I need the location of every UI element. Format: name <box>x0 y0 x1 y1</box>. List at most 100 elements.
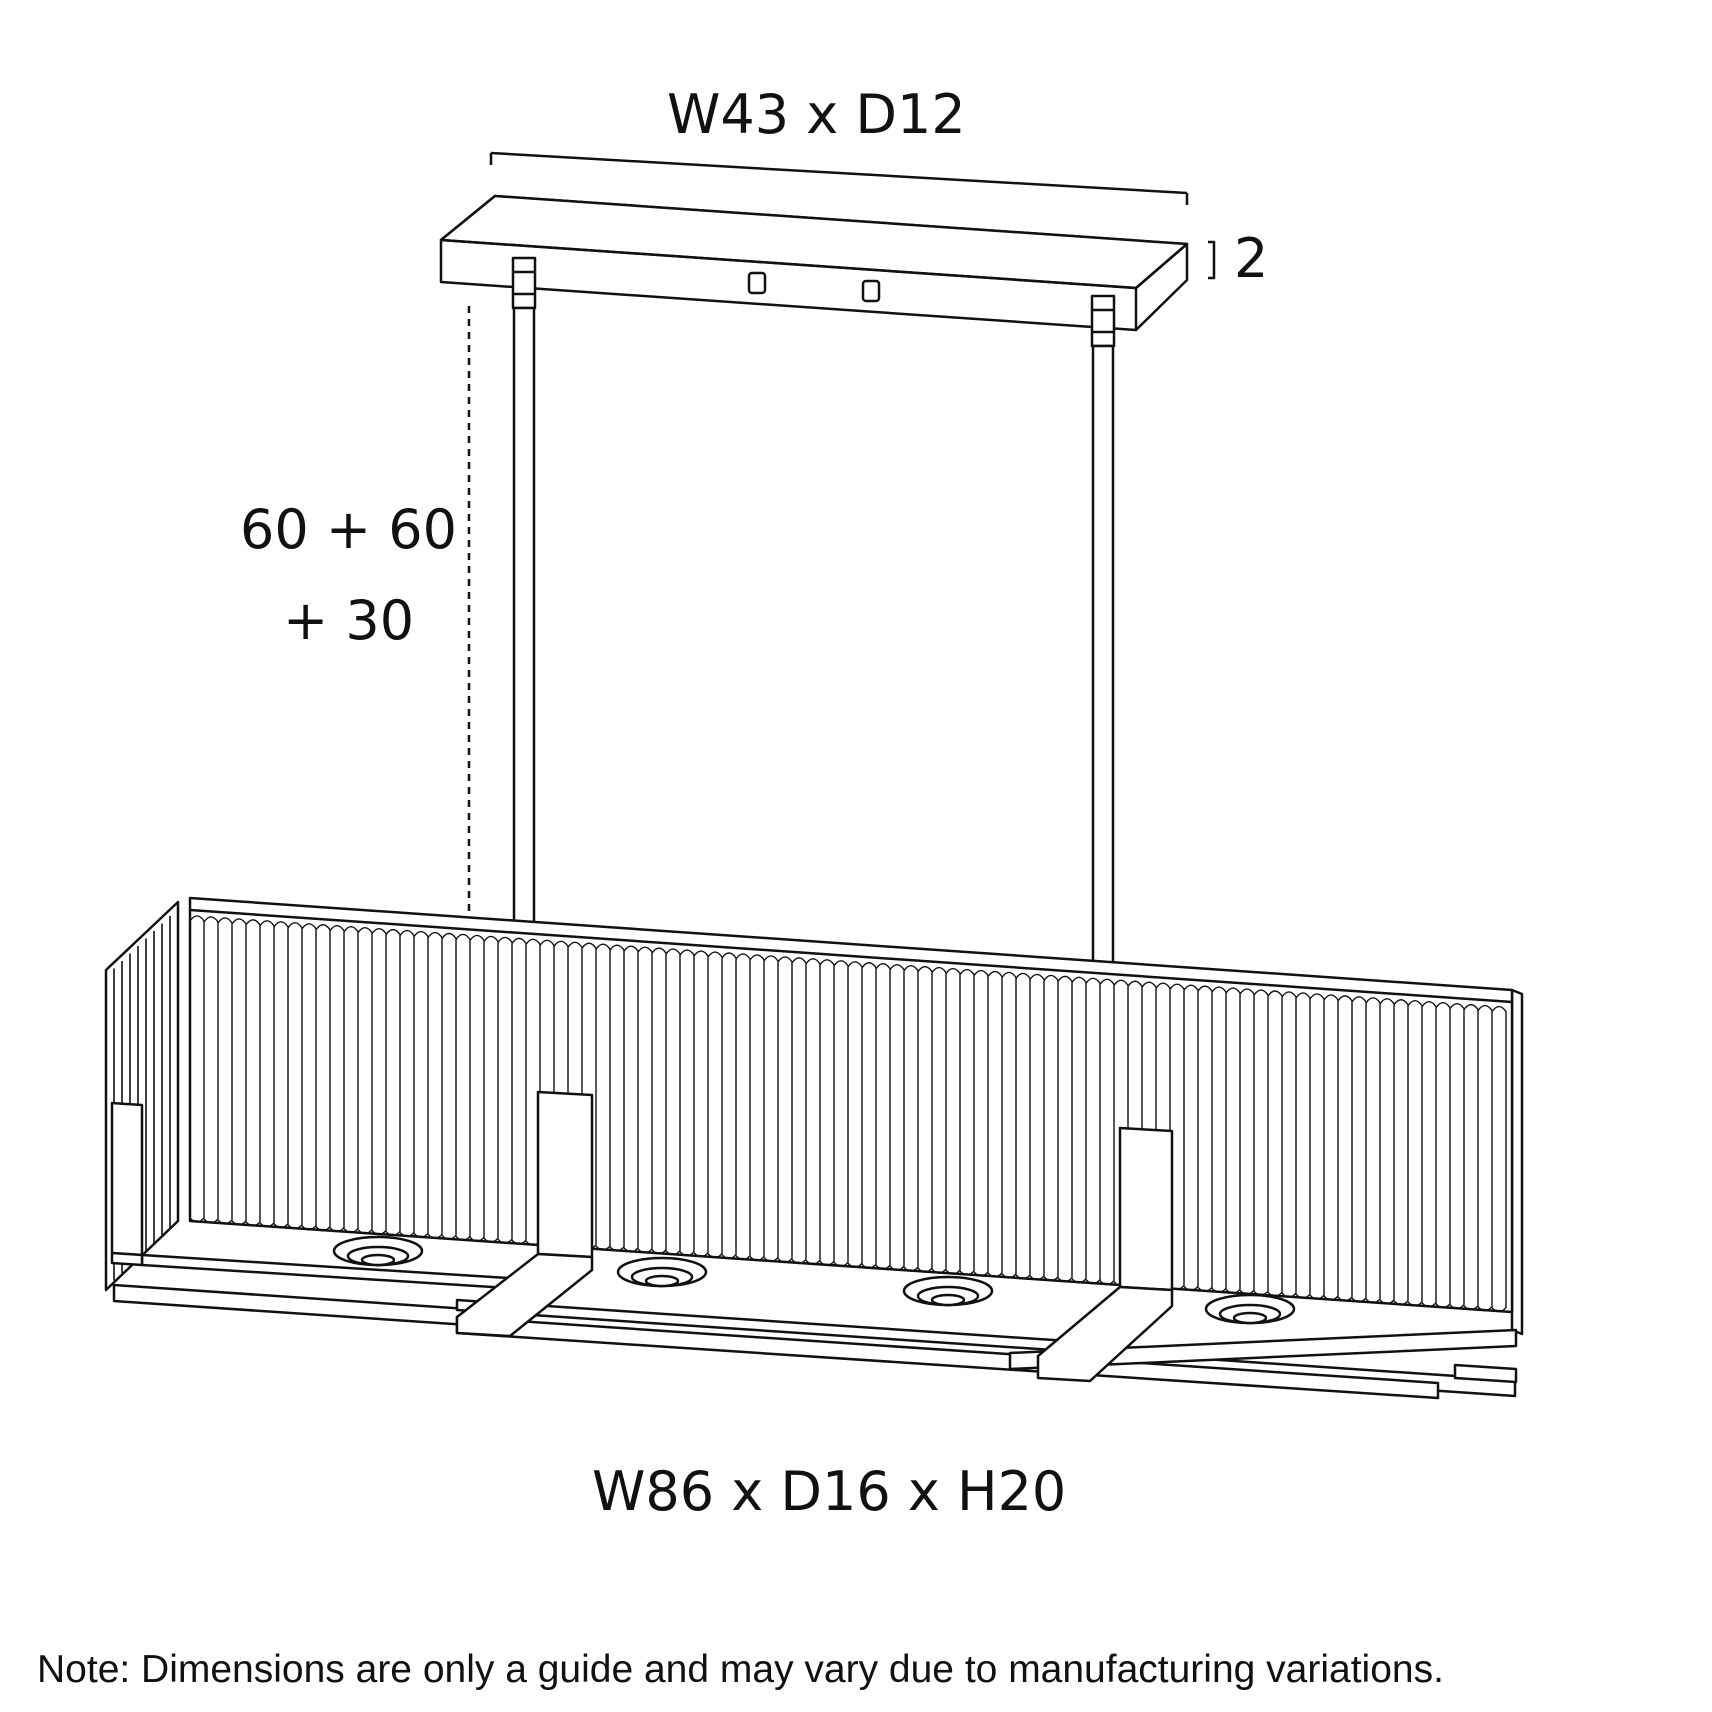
shade-flute <box>974 971 988 1276</box>
shade-flute <box>190 916 204 1222</box>
shade-flute <box>1184 985 1198 1290</box>
shade-flute <box>708 952 722 1258</box>
shade-flute <box>904 966 918 1271</box>
drop-length-label-line2: + 30 <box>283 589 415 652</box>
shade-flute <box>736 954 750 1260</box>
frame-bar <box>112 1103 1516 1369</box>
shade-flute <box>1030 974 1044 1279</box>
shade-flute <box>232 919 246 1225</box>
shade-flute <box>652 948 666 1254</box>
shade-flute <box>386 930 400 1236</box>
shade-flute <box>848 962 862 1267</box>
canopy-width-dimension <box>491 153 1187 205</box>
shade-flute <box>470 935 484 1241</box>
shade-flute <box>1352 997 1366 1302</box>
shade-flute <box>1170 984 1184 1289</box>
shade-flute <box>1324 995 1338 1300</box>
shade-flute <box>288 923 302 1229</box>
shade-flute <box>204 917 218 1223</box>
shade-flute <box>358 928 372 1234</box>
shade-flute <box>274 922 288 1228</box>
shade-flute <box>610 945 624 1251</box>
shade-flute <box>1478 1006 1492 1311</box>
shade-flute <box>344 927 358 1233</box>
shade-flute <box>1100 979 1114 1284</box>
shade-flute <box>1380 999 1394 1304</box>
suspension-rod-left <box>513 258 535 926</box>
shade-flute <box>1394 1000 1408 1305</box>
shade-flute <box>890 965 904 1270</box>
shade-flute <box>694 951 708 1257</box>
shade-flute <box>1296 993 1310 1298</box>
shade-flute <box>806 959 820 1265</box>
shade-flute <box>414 932 428 1238</box>
shade-flute <box>722 953 736 1259</box>
shade-flute <box>1226 988 1240 1293</box>
shade-flute <box>316 925 330 1231</box>
canopy-screw <box>749 273 879 301</box>
shade-flute <box>1436 1003 1450 1308</box>
shade-flute <box>246 920 260 1226</box>
shade-flute <box>680 950 694 1256</box>
shade-flute <box>498 937 512 1243</box>
shade-flute <box>330 926 344 1232</box>
shade-flute <box>778 957 792 1263</box>
shade-flute <box>946 969 960 1274</box>
fluted-glass-shade <box>190 898 1512 1312</box>
shade-flute <box>1086 978 1100 1283</box>
shade-flute <box>1254 990 1268 1295</box>
ceiling-canopy <box>441 196 1187 330</box>
shade-flute <box>428 933 442 1239</box>
shade-flute <box>1366 998 1380 1303</box>
shade-flute <box>1212 987 1226 1292</box>
shade-flute <box>624 946 638 1252</box>
shade-flute <box>260 921 274 1227</box>
shade-flute <box>596 944 610 1250</box>
shade-flute <box>750 955 764 1261</box>
shade-flute <box>918 967 932 1272</box>
shade-flute <box>666 949 680 1255</box>
shade-flute <box>1464 1005 1478 1310</box>
shade-flute <box>638 947 652 1253</box>
shade-flute <box>1282 992 1296 1297</box>
shade-flute <box>834 961 848 1267</box>
shade-flute <box>1002 972 1016 1277</box>
shade-flute <box>1072 977 1086 1282</box>
shade-flute <box>932 968 946 1273</box>
shade-flute <box>400 931 414 1237</box>
shade-flute <box>876 964 890 1269</box>
shade-flute <box>1450 1004 1464 1309</box>
shade-flute <box>456 934 470 1240</box>
shade-end-panel-right <box>1512 990 1522 1334</box>
suspension-rod-right <box>1092 296 1114 964</box>
shade-flute <box>442 934 456 1240</box>
shade-flute <box>1408 1001 1422 1306</box>
disclaimer-note: Note: Dimensions are only a guide and ma… <box>37 1648 1444 1691</box>
shade-flute <box>1058 976 1072 1281</box>
shade-flute <box>1268 991 1282 1296</box>
shade-flute <box>792 958 806 1264</box>
shade-flute <box>218 918 232 1224</box>
shade-flute <box>960 970 974 1275</box>
shade-flute <box>1422 1002 1436 1307</box>
canopy-height-label: 2 <box>1234 227 1269 290</box>
shade-flute <box>302 924 316 1230</box>
canopy-height-bracket <box>1208 242 1214 278</box>
shade-flute <box>764 956 778 1262</box>
shade-flute <box>988 972 1002 1277</box>
body-dimension-label: W86 x D16 x H20 <box>592 1460 1067 1523</box>
shade-flute <box>1198 986 1212 1291</box>
shade-flute <box>862 963 876 1268</box>
frame-post <box>457 1092 1172 1381</box>
shade-flute <box>1240 989 1254 1294</box>
shade-flute <box>1310 994 1324 1299</box>
shade-flute <box>484 936 498 1242</box>
shade-flute <box>1044 975 1058 1280</box>
shade-flute <box>1016 973 1030 1278</box>
lamp-holder <box>334 1237 1294 1323</box>
shade-flute <box>1338 996 1352 1301</box>
canopy-dimension-label: W43 x D12 <box>667 83 966 146</box>
shade-flute <box>512 938 526 1244</box>
shade-flute <box>1492 1007 1506 1312</box>
